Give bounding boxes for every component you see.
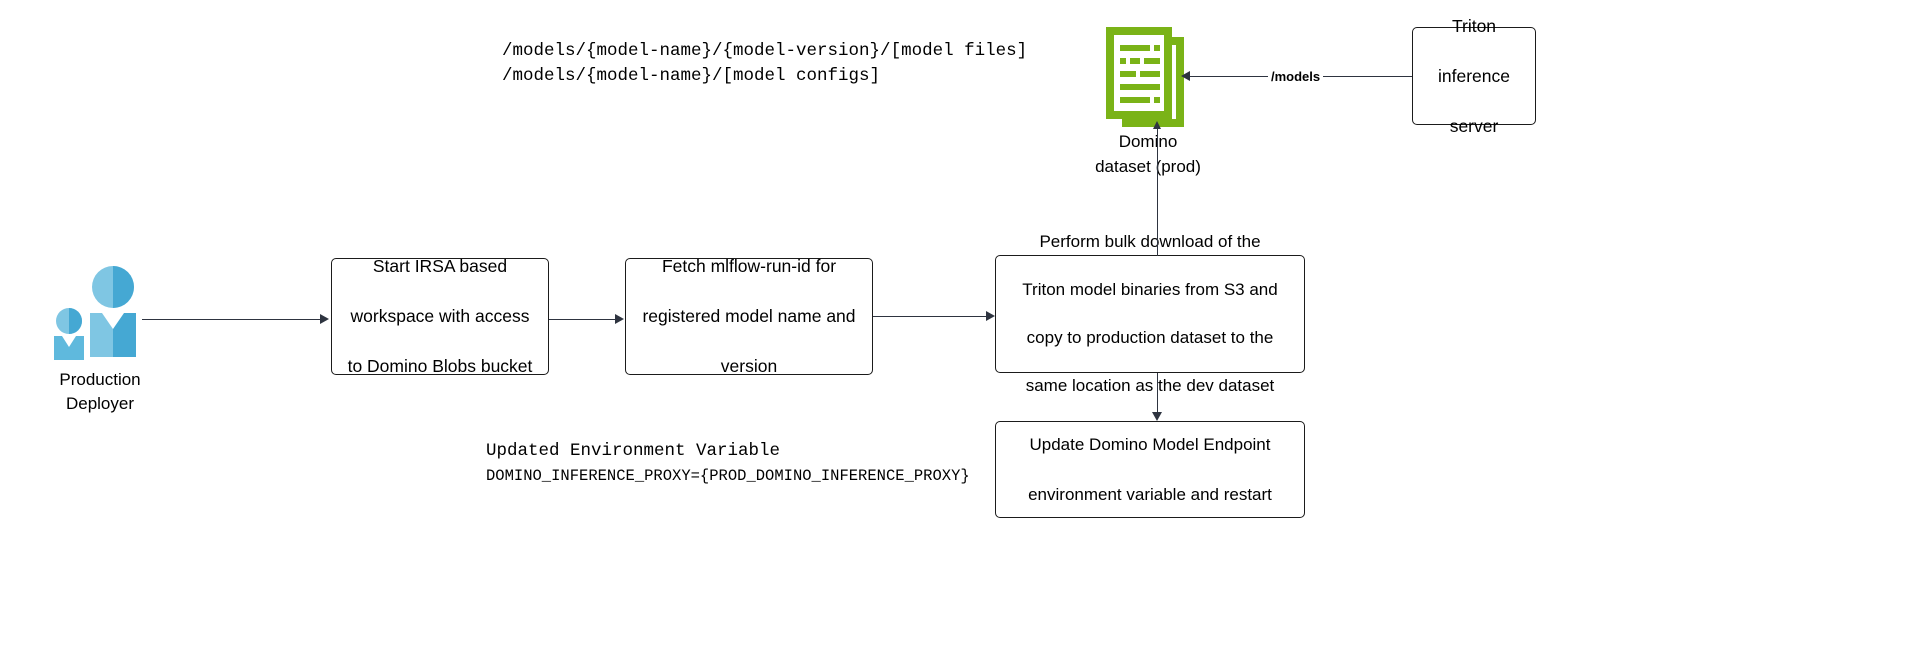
triton-line3: server (1449, 115, 1499, 136)
triton-line2: inference (1438, 65, 1510, 86)
edge-step2-to-step3-arrowhead (986, 310, 995, 321)
edge-triton-to-dataset-arrowhead (1181, 70, 1190, 81)
step-fetch-mlflow-run-id-box[interactable]: Fetch mlflow-run-id for registered model… (625, 256, 873, 376)
step2-line3: version (720, 356, 778, 376)
step2-line2: registered model name and (642, 306, 856, 326)
step-bulk-download-box[interactable]: Perform bulk download of the Triton mode… (995, 232, 1305, 395)
edge-step1-to-step2 (549, 319, 615, 320)
annotation-env-var-value: DOMINO_INFERENCE_PROXY={PROD_DOMINO_INFE… (486, 467, 970, 485)
actor-label-line1: Production (59, 370, 141, 389)
edge-actor-to-step1-arrowhead (320, 313, 329, 324)
triton-inference-server-box[interactable]: Triton inference server (1412, 16, 1536, 136)
step4-line2: environment variable and restart (1028, 485, 1272, 504)
dataset-label-line2: dataset (prod) (1095, 157, 1201, 176)
two-users-icon (50, 265, 150, 370)
step1-line2: workspace with access (350, 306, 530, 326)
edge-step3-to-dataset-arrowhead (1152, 121, 1161, 129)
step4-line1: Update Domino Model Endpoint (1029, 435, 1271, 454)
edge-actor-to-step1 (142, 319, 320, 320)
annotation-model-path-configs: /models/{model-name}/[model configs] (502, 66, 881, 86)
documents-icon (1106, 27, 1188, 137)
step1-line1: Start IRSA based (372, 256, 508, 276)
annotation-model-path-files: /models/{model-name}/{model-version}/[mo… (502, 41, 1028, 61)
actor-label-line2: Deployer (65, 394, 135, 413)
step3-line3: copy to production dataset to the (1026, 328, 1274, 347)
edge-step3-to-step4-arrowhead (1151, 412, 1162, 421)
step-start-irsa-workspace-box[interactable]: Start IRSA based workspace with access t… (331, 256, 549, 376)
step2-line1: Fetch mlflow-run-id for (661, 256, 837, 276)
step3-line2: Triton model binaries from S3 and (1022, 280, 1278, 299)
step-update-model-endpoint-box[interactable]: Update Domino Model Endpoint environment… (995, 421, 1305, 518)
edge-step3-to-dataset (1157, 128, 1158, 256)
edge-label-models: /models (1268, 69, 1324, 84)
step1-line3: to Domino Blobs bucket (347, 356, 533, 376)
dataset-label-line1: Domino (1118, 132, 1178, 151)
triton-line1: Triton (1451, 15, 1497, 36)
edge-step1-to-step2-arrowhead (615, 313, 624, 324)
edge-step3-to-step4 (1157, 373, 1158, 415)
step3-line1: Perform bulk download of the (1039, 232, 1261, 251)
edge-step2-to-step3 (873, 316, 991, 317)
step3-line4: same location as the dev dataset (1025, 376, 1275, 395)
annotation-env-var-title: Updated Environment Variable (486, 441, 781, 461)
